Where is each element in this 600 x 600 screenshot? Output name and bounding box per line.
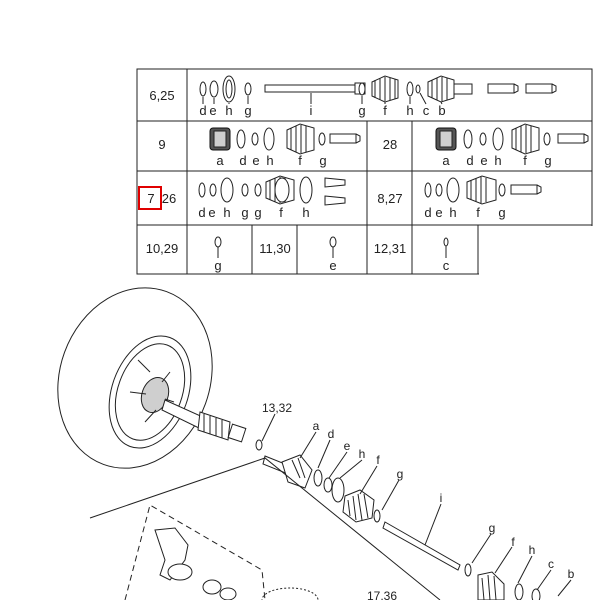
- row1-letter-b: b: [438, 103, 445, 118]
- row2-left-letter-e: e: [252, 153, 259, 168]
- row2-left-letter-g: g: [319, 153, 326, 168]
- row1-letter-f: f: [383, 103, 387, 118]
- row3-left-parts: [198, 175, 346, 206]
- row3-left-code-prefix: 7: [147, 191, 154, 206]
- callout-13-32: 13,32: [262, 401, 292, 415]
- row4-letter-2: e: [329, 258, 336, 273]
- callout-17-36: 17,36: [367, 589, 397, 600]
- row4-code-1: 10,29: [146, 241, 179, 256]
- wheel-assembly: [57, 287, 247, 469]
- callout-d: d: [328, 427, 335, 441]
- row3-right-letter-f: f: [476, 205, 480, 220]
- row3-left-letter-d: d: [198, 205, 205, 220]
- callout-i: i: [440, 491, 443, 505]
- row2-left-letter-d: d: [239, 153, 246, 168]
- row3-right-letter-g: g: [498, 205, 505, 220]
- row3-left-letter-g: g: [241, 205, 248, 220]
- row3-left-letter-g2: g: [254, 205, 261, 220]
- row2-left-code: 9: [158, 137, 165, 152]
- callout-b: b: [568, 567, 575, 581]
- row2-right-letter-e: e: [480, 153, 487, 168]
- row2-right-code: 28: [383, 137, 397, 152]
- row3-right-code: 8,27: [377, 191, 402, 206]
- row4-code-3: 12,31: [374, 241, 407, 256]
- row4-letter-1: g: [214, 258, 221, 273]
- row1-code: 6,25: [149, 88, 174, 103]
- row2-right-letter-g: g: [544, 153, 551, 168]
- parts-table: 6,25 d e h g i g f h: [136, 68, 593, 276]
- row2-left-letter-f: f: [298, 153, 302, 168]
- row1-parts: [199, 75, 557, 103]
- knuckle-assembly: [89, 457, 441, 600]
- row1-letter-i: i: [310, 103, 313, 118]
- row4-letter-3: c: [443, 258, 450, 273]
- row3-right-letter-e: e: [435, 205, 442, 220]
- row2-right-letter-h: h: [494, 153, 501, 168]
- callout-e: e: [344, 439, 351, 453]
- row3-left-code-suffix: 26: [162, 191, 176, 206]
- row2-left-letter-a: a: [216, 153, 224, 168]
- row3-left-letter-h2: h: [302, 205, 309, 220]
- callout-h: h: [359, 447, 366, 461]
- callout-f: f: [376, 453, 380, 467]
- callout-h2: h: [529, 543, 536, 557]
- callout-c: c: [548, 557, 554, 571]
- row1-letter-g: g: [244, 103, 251, 118]
- row3-left-letter-e: e: [208, 205, 215, 220]
- callout-g: g: [397, 467, 404, 481]
- row1-letter-h: h: [225, 103, 232, 118]
- row1-letter-c: c: [423, 103, 430, 118]
- row3-right-letter-d: d: [424, 205, 431, 220]
- row1-letter-d: d: [199, 103, 206, 118]
- drive-shaft: [382, 521, 461, 571]
- row4-code-2: 11,30: [259, 241, 291, 256]
- row2-left-parts: [209, 123, 361, 155]
- row1-letter-g2: g: [358, 103, 365, 118]
- callout-leaders: [261, 413, 572, 597]
- row3-right-parts: [424, 175, 542, 205]
- row2-left-letter-h: h: [266, 153, 273, 168]
- row2-right-letter-f: f: [523, 153, 527, 168]
- row1-letter-e: e: [209, 103, 216, 118]
- row2-right-letter-d: d: [466, 153, 473, 168]
- callout-g2: g: [489, 521, 496, 535]
- callout-a: a: [313, 419, 320, 433]
- row1-letter-h2: h: [406, 103, 413, 118]
- row3-right-letter-h: h: [449, 205, 456, 220]
- row2-right-parts: [435, 123, 589, 155]
- row2-right-letter-a: a: [442, 153, 450, 168]
- row3-left-letter-f: f: [279, 205, 283, 220]
- exploded-parts: [255, 439, 541, 600]
- highlight-box: [138, 186, 162, 210]
- row3-left-letter-h: h: [223, 205, 230, 220]
- callout-f2: f: [511, 535, 515, 549]
